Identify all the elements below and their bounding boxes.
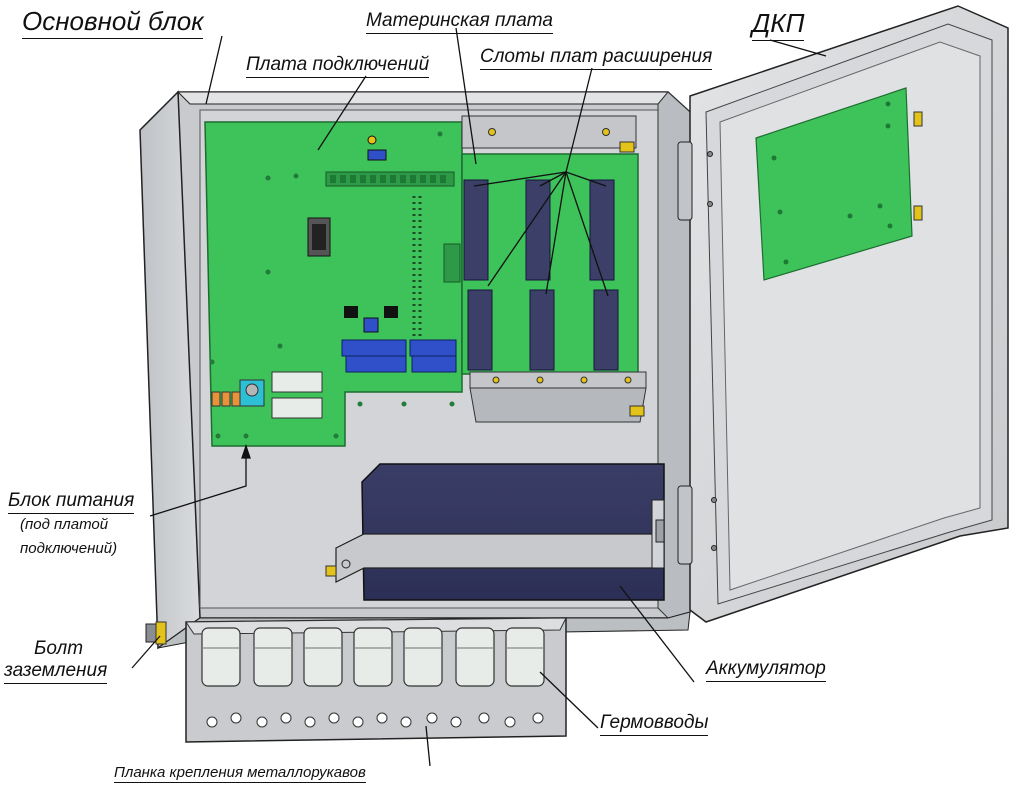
cable-glands [201, 627, 545, 687]
label-main-block: Основной блок [22, 6, 204, 39]
expansion-slots [463, 179, 619, 371]
label-hose-bracket: Планка крепления металлорукавов [114, 764, 366, 783]
connection-board [204, 121, 463, 447]
battery [335, 463, 665, 601]
door [677, 5, 1009, 623]
label-ground-bolt-line1: Болт [34, 638, 84, 659]
label-dkp: ДКП [752, 8, 805, 41]
label-power-supply-note-line2: подключений) [20, 540, 118, 557]
ground-bolt [145, 621, 167, 645]
label-battery: Аккумулятор [706, 658, 826, 682]
label-expansion-slots: Слоты плат расширения [480, 46, 713, 70]
motherboard [461, 115, 647, 423]
label-cable-glands: Гермовводы [600, 712, 709, 736]
label-power-supply: Блок питания [8, 490, 135, 514]
label-power-supply-note-line1: (под платой [20, 516, 109, 533]
label-connection-board: Плата подключений [246, 54, 430, 78]
label-ground-bolt-line2: заземления [4, 660, 108, 684]
leader-lines [131, 27, 827, 767]
label-motherboard: Материнская плата [366, 10, 553, 34]
